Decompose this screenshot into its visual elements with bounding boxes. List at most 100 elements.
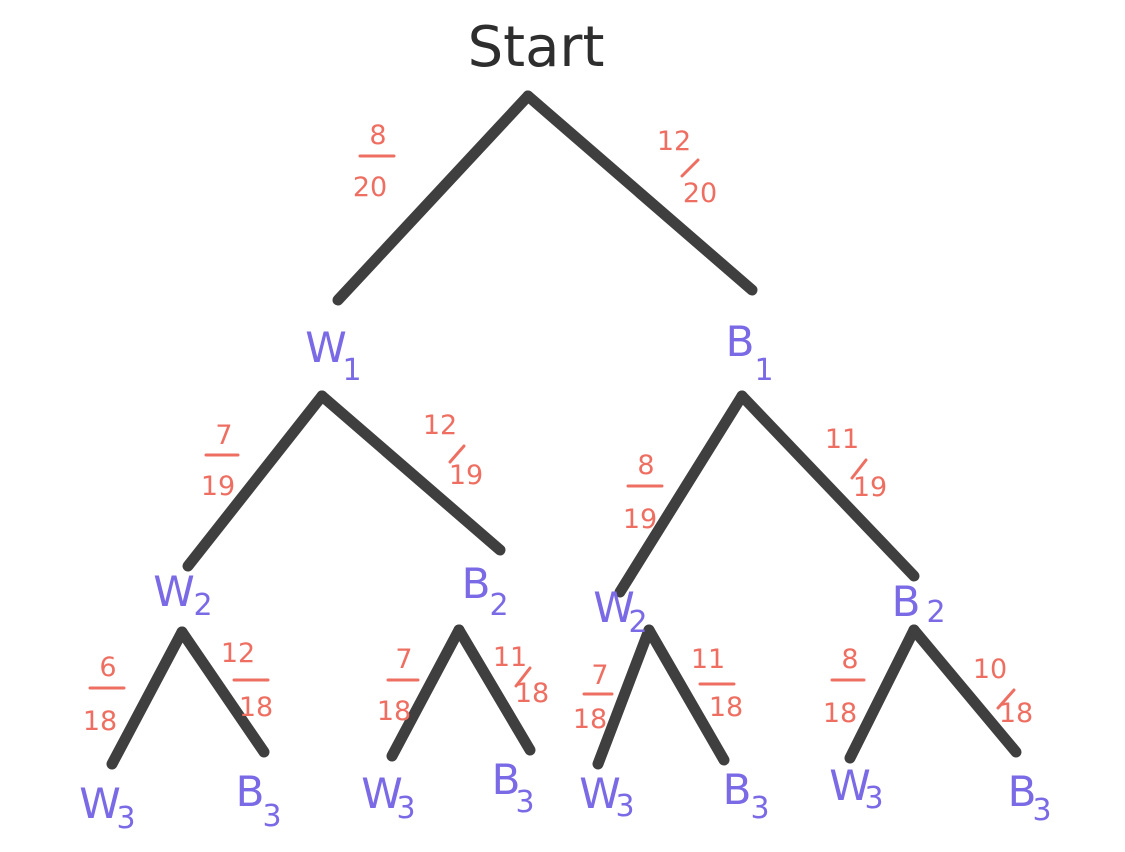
node-letter: W (593, 583, 635, 632)
node-letter: B (726, 317, 755, 366)
leaf-b3-4: B 3 (1008, 767, 1052, 828)
node-letter: B (462, 559, 491, 608)
prob-numerator: 8 (637, 450, 654, 481)
prob-w1-b2: 12 19 (423, 410, 483, 491)
prob-fraction-bar (850, 458, 868, 480)
prob-numerator: 8 (369, 120, 386, 151)
node-subscript: 3 (864, 781, 883, 816)
prob-w1-w2: 7 19 (201, 420, 240, 502)
prob-denominator: 18 (573, 704, 607, 735)
prob-numerator: 12 (657, 126, 691, 157)
prob-denominator: 18 (515, 678, 549, 709)
node-letter: W (579, 769, 621, 818)
leaf-w3-4: W 3 (829, 761, 883, 816)
edge-start-b1 (522, 90, 758, 296)
node-subscript: 3 (262, 799, 281, 834)
prob-numerator: 12 (221, 638, 255, 669)
prob-denominator: 19 (449, 460, 483, 491)
prob-denominator: 20 (353, 172, 387, 203)
node-b2-right: B 2 (892, 577, 946, 630)
prob-b1-w2: 8 19 (623, 450, 664, 535)
prob-denominator: 18 (999, 698, 1033, 729)
node-subscript: 3 (515, 785, 534, 820)
edge-w2-b3-c (643, 624, 730, 766)
node-letter: W (361, 769, 403, 818)
node-subscript: 2 (628, 605, 647, 640)
node-letter: W (829, 761, 871, 810)
node-letter: B (492, 755, 521, 804)
node-subscript: 3 (396, 791, 415, 826)
leaf-b3-3: B 3 (723, 765, 770, 826)
node-b1: B 1 (726, 317, 774, 388)
leaf-w3-2: W 3 (361, 769, 415, 826)
prob-fraction-bar (680, 158, 700, 178)
prob-numerator: 11 (825, 424, 859, 455)
prob-b2-w3-b: 7 18 (377, 644, 420, 727)
node-subscript: 3 (750, 791, 769, 826)
edge-b1-b2 (736, 390, 920, 582)
prob-start-b1: 12 20 (657, 126, 717, 209)
prob-denominator: 19 (853, 472, 887, 503)
prob-denominator: 18 (823, 698, 857, 729)
prob-b2-b3-d: 10 18 (973, 654, 1033, 729)
prob-numerator: 7 (215, 420, 232, 451)
node-subscript: 1 (342, 353, 361, 388)
node-subscript: 3 (116, 801, 135, 836)
node-w2-right: W 2 (593, 583, 647, 640)
leaf-b3-1: B 3 (236, 767, 282, 834)
prob-start-w1: 8 20 (353, 120, 396, 203)
prob-w2-b3-c: 11 18 (691, 644, 743, 723)
prob-denominator: 18 (709, 692, 743, 723)
node-w1: W 1 (305, 323, 361, 388)
prob-b2-b3-b: 11 18 (493, 642, 549, 709)
leaf-b3-2: B 3 (492, 755, 535, 820)
prob-denominator: 19 (201, 471, 235, 502)
edge-w1-w2 (182, 390, 328, 572)
node-subscript: 1 (754, 353, 773, 388)
prob-numerator: 7 (395, 644, 412, 675)
edge-b2-w3-d (844, 624, 920, 764)
prob-w2-b3-a: 12 18 (221, 638, 273, 723)
prob-numerator: 10 (973, 654, 1007, 685)
edge-w1-b2 (316, 390, 506, 556)
node-w2-left: W 2 (153, 567, 212, 623)
prob-w2-w3-c: 7 18 (573, 660, 614, 735)
edge-b1-w2 (614, 390, 748, 598)
prob-denominator: 20 (683, 178, 717, 209)
prob-numerator: 12 (423, 410, 457, 441)
prob-denominator: 18 (83, 706, 117, 737)
prob-fraction-bar (448, 444, 466, 464)
edge-w2-b3-a (176, 626, 270, 758)
prob-b2-w3-d: 8 18 (823, 644, 866, 729)
edge-b2-w3-b (386, 624, 465, 762)
prob-numerator: 7 (591, 660, 608, 691)
node-letter: W (153, 567, 195, 616)
prob-numerator: 8 (841, 644, 858, 675)
prob-fraction-bar (996, 688, 1016, 710)
prob-denominator: 18 (377, 696, 411, 727)
node-letter: B (892, 577, 921, 626)
leaf-w3-1: W 3 (79, 779, 135, 836)
edge-b2-b3-b (453, 624, 536, 756)
root-start-label: Start (468, 15, 605, 80)
node-letter: B (723, 765, 752, 814)
prob-numerator: 11 (691, 644, 725, 675)
leaf-w3-3: W 3 (579, 769, 634, 824)
node-b2-left: B 2 (462, 559, 509, 623)
node-letter: W (79, 779, 121, 828)
prob-numerator: 11 (493, 642, 527, 673)
node-subscript: 2 (193, 588, 212, 623)
node-subscript: 3 (615, 789, 634, 824)
tree-edges (106, 90, 1022, 770)
edge-w2-w3-a (106, 626, 188, 770)
node-letter: W (305, 323, 347, 372)
node-subscript: 2 (926, 595, 945, 630)
edge-w2-w3-c (592, 624, 655, 770)
node-letter: B (236, 767, 265, 816)
node-letter: B (1008, 767, 1037, 816)
node-subscript: 3 (1032, 793, 1051, 828)
edge-b2-b3-d (908, 624, 1022, 758)
prob-b1-b2: 11 19 (825, 424, 887, 503)
prob-denominator: 18 (239, 692, 273, 723)
